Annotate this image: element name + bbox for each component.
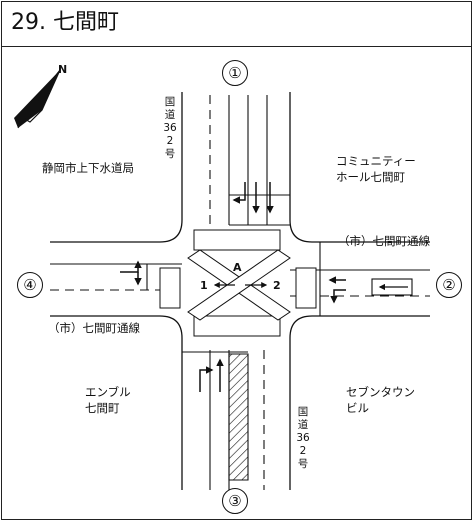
approach-4-marker: ④ xyxy=(17,272,43,298)
north-arrow-icon xyxy=(14,69,61,129)
title-bar: 29. 七間町 xyxy=(1,1,472,47)
road-label-south: 国道362号 xyxy=(296,406,310,470)
north-label: N xyxy=(58,63,68,76)
landmark-se-line1: セブンタウン xyxy=(346,385,415,399)
approach-1-marker: ① xyxy=(222,60,248,86)
road-label-east: （市）七間町通線 xyxy=(338,234,430,248)
crosswalk-south xyxy=(193,315,281,337)
landmark-se-line2: ビル xyxy=(346,401,369,415)
one-way-arrow-icon xyxy=(371,278,413,296)
marker-1: 1 xyxy=(200,279,208,292)
hatched-median xyxy=(228,353,249,481)
landmark-sw-line1: エンブル xyxy=(85,385,131,399)
road-label-west: （市）七間町通線 xyxy=(48,321,140,335)
landmark-sw-line2: 七間町 xyxy=(85,401,120,415)
approach-3-marker: ③ xyxy=(222,488,248,514)
road-label-north: 国道362号 xyxy=(163,96,177,160)
crosswalk-west xyxy=(159,267,181,309)
landmark-ne-line1: コミュニティー xyxy=(336,154,416,168)
lane-arrow-icon xyxy=(120,182,346,392)
marker-a: A xyxy=(233,261,242,274)
landmark-ne-line2: ホール七間町 xyxy=(336,170,405,184)
page-title: 29. 七間町 xyxy=(11,10,119,35)
crosswalk-north xyxy=(193,229,281,251)
road-outlines xyxy=(50,92,430,490)
landmark-nw: 静岡市上下水道局 xyxy=(42,161,134,175)
marker-2: 2 xyxy=(273,279,281,292)
approach-2-marker: ② xyxy=(436,272,462,298)
crosswalk-east xyxy=(295,267,317,309)
diagonal-crosswalk-2 xyxy=(187,249,291,321)
